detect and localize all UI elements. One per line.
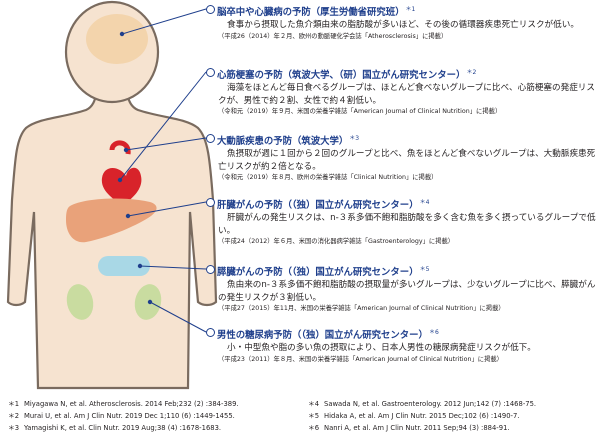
footnote-mark: ＊4 [419, 199, 430, 206]
footnote-mark: ＊6 [428, 329, 439, 336]
finding-myocardial-infarction: 心筋梗塞の予防（筑波大学、（研）国立がん研究センター）＊2 海藻をほとんど毎日食… [206, 66, 596, 117]
leader-line-4 [127, 201, 207, 217]
finding-pancreatic-cancer: 膵臓がんの予防（（独）国立がん研究センター）＊5 魚由来のn-３系多価不飽和脂肪… [206, 263, 596, 314]
heart-organ [101, 167, 142, 206]
finding-body: 食事から摂取した魚介類由来の脂肪酸が多いほど、その後の循環器疾患死亡リスクが低い… [227, 20, 579, 31]
finding-liver-cancer: 肝臓がんの予防（（独）国立がん研究センター）＊4 肝臓がんの発生リスクは、n-３… [206, 196, 596, 247]
finding-aortic-disease: 大動脈疾患の予防（筑波大学）＊3 魚摂取が週に１回から２回のグループと比べ、魚を… [206, 132, 596, 183]
bullet-ring-icon [206, 328, 215, 337]
finding-body: 肝臓がんの発生リスクは、n-３系多価不飽和脂肪酸を多く含む魚を多く摂っているグル… [218, 213, 596, 236]
finding-diabetes: 男性の糖尿病予防（（独）国立がん研究センター）＊6 小・中型魚や脂の多い魚の摂取… [206, 326, 596, 365]
footnote-mark: ＊3 [349, 135, 360, 142]
leader-line-6 [149, 301, 207, 333]
leader-line-1 [121, 8, 207, 35]
finding-body: 魚由来のn-３系多価不飽和脂肪酸の摂取量が多いグループは、少ないグループに比べ、… [218, 280, 596, 303]
footnote-mark: ＊2 [466, 69, 477, 76]
leader-dot-1 [119, 31, 125, 37]
leader-line-5 [139, 265, 207, 270]
human-body-figure [6, 0, 218, 390]
finding-title: 大動脈疾患の予防（筑波大学）＊3 [206, 132, 596, 148]
leader-line-2 [119, 71, 207, 181]
brain-organ [86, 14, 148, 64]
finding-source: （平成26（2014）年２月、欧州の動脈硬化学会誌「Atherosclerosi… [218, 32, 448, 40]
leader-dot-2 [117, 177, 123, 183]
bullet-ring-icon [206, 68, 215, 77]
finding-source: （令和元（2019）年９月、米国の栄養学雑誌「American Journal … [218, 108, 502, 116]
finding-body: 魚摂取が週に１回から２回のグループと比べ、魚をほとんど食べないグループは、大動脈… [218, 149, 596, 172]
leader-dot-5 [137, 263, 143, 269]
finding-source: （平成23（2011）年８月、米国の栄養学雑誌「American Journal… [218, 355, 503, 363]
finding-stroke-heart-disease: 脳卒中や心臓病の予防（厚生労働省研究班）＊1 食事から摂取した魚介類由来の脂肪酸… [206, 3, 596, 42]
finding-title: 膵臓がんの予防（（独）国立がん研究センター）＊5 [206, 263, 596, 279]
leader-dot-6 [147, 299, 153, 305]
footnote-mark: ＊5 [419, 266, 430, 273]
finding-source: （令和元（2019）年８月、欧州の栄養学雑誌「Clinical Nutritio… [218, 174, 438, 182]
finding-body: 海藻をほとんど毎日食べるグループは、ほとんど食べないグループに比べ、心筋梗塞の発… [218, 83, 595, 106]
leader-dot-3 [123, 147, 129, 153]
footnote-mark: ＊1 [405, 6, 416, 13]
finding-title: 男性の糖尿病予防（（独）国立がん研究センター）＊6 [206, 326, 596, 342]
bullet-ring-icon [206, 134, 215, 143]
leader-line-3 [125, 137, 207, 151]
finding-title: 肝臓がんの予防（（独）国立がん研究センター）＊4 [206, 196, 596, 212]
body-silhouette [6, 90, 218, 390]
finding-source: （平成24（2012）年６月、米国の消化器病学雑誌「Gastroenterolo… [218, 238, 455, 246]
kidney-left-organ [66, 284, 94, 320]
finding-body: 小・中型魚や脂の多い魚の摂取により、日本人男性の糖尿病発症リスクが低下。 [227, 343, 536, 354]
leader-lines [119, 8, 207, 333]
bullet-ring-icon [206, 5, 215, 14]
finding-title: 脳卒中や心臓病の予防（厚生労働省研究班）＊1 [206, 3, 596, 19]
pancreas-organ [98, 256, 150, 276]
leader-dot-4 [125, 213, 131, 219]
finding-title: 心筋梗塞の予防（筑波大学、（研）国立がん研究センター）＊2 [206, 66, 596, 82]
leader-dots [117, 31, 153, 305]
finding-source: （平成27（2015）年11月、米国の栄養学雑誌「American Journa… [218, 305, 505, 313]
bullet-ring-icon [206, 265, 215, 274]
liver-organ [66, 198, 157, 243]
bullet-ring-icon [206, 198, 215, 207]
